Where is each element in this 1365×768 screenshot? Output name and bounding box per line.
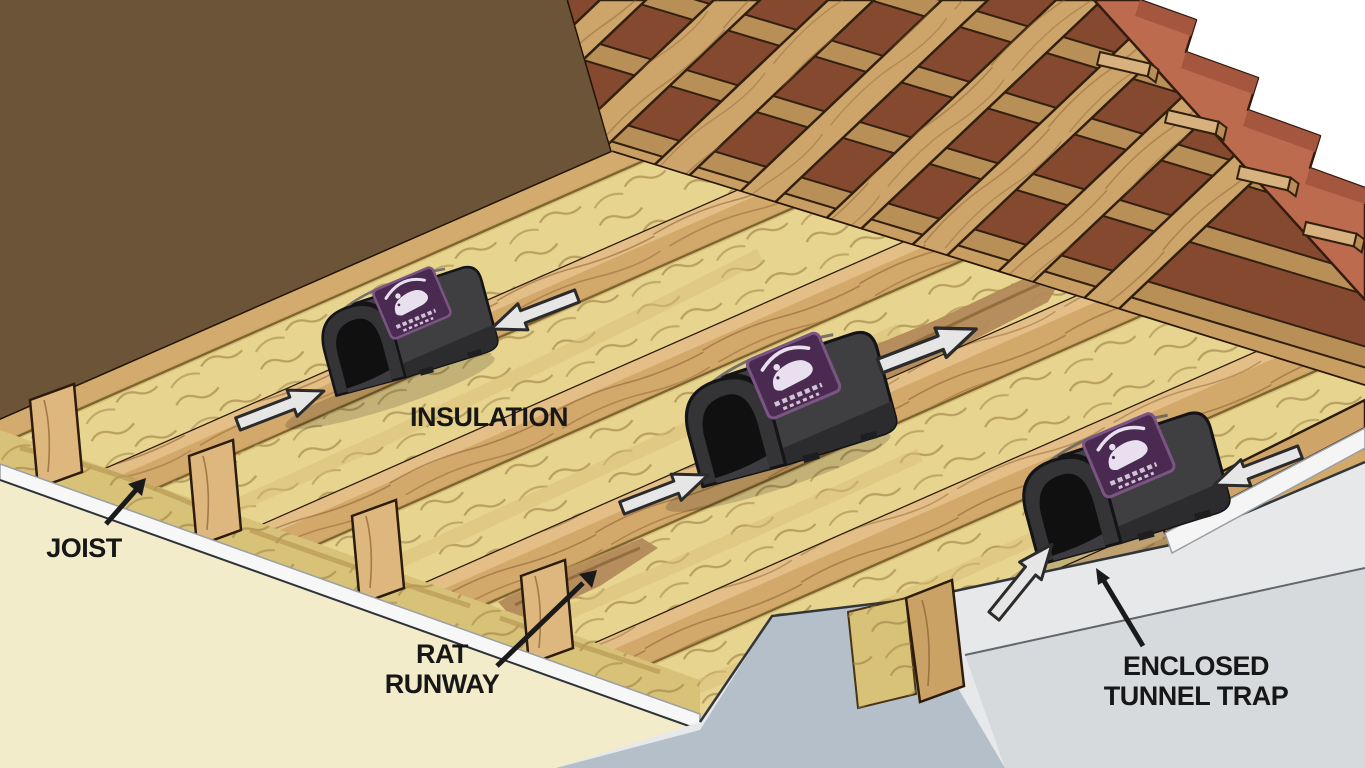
- batten-end: [1235, 164, 1300, 199]
- joist-cut-face: [28, 382, 84, 490]
- label-arrow: [1096, 568, 1110, 585]
- label-joist: JOIST: [46, 533, 123, 563]
- trap-shadow: [665, 432, 891, 512]
- tile-course-shadow: [1181, 52, 1258, 94]
- batten-end: [1301, 220, 1365, 255]
- roof-tiles: [1092, 0, 1365, 302]
- plasterboard-edge: [1164, 427, 1365, 555]
- room-cutaway: [556, 398, 1365, 768]
- ceiling-below: [0, 480, 700, 768]
- label-arrow: [579, 570, 597, 588]
- batten-end: [1095, 50, 1160, 85]
- callout-rat-runway: RAT RUNWAY: [385, 570, 597, 699]
- joist-cut-face: [519, 558, 575, 666]
- joist-cut-face: [904, 578, 966, 704]
- callout-enclosed-tunnel-trap: ENCLOSED TUNNEL TRAP: [1096, 568, 1289, 711]
- callout-insulation: INSULATION: [410, 402, 569, 432]
- tile-course-shadow: [1135, 0, 1196, 36]
- batten-end: [1163, 108, 1228, 143]
- ceiling-rail: [0, 152, 1365, 464]
- label-enclosed-line1: ENCLOSED: [1123, 651, 1269, 681]
- label-insulation: INSULATION: [410, 402, 568, 432]
- front-cut-edge: [0, 382, 700, 714]
- trap-shadow: [285, 354, 495, 430]
- tile-course-shadow: [1243, 110, 1320, 152]
- joist-cut-face: [350, 498, 406, 606]
- label-enclosed-line2: TUNNEL TRAP: [1104, 681, 1289, 711]
- label-arrow: [128, 478, 146, 496]
- callouts: JOIST INSULATION RAT RUNWAY ENCLOSED TUN…: [46, 402, 1289, 711]
- callout-joist: JOIST: [46, 478, 146, 563]
- cutaway-wall-far: [965, 568, 1365, 768]
- label-rat-runway-line1: RAT: [416, 639, 469, 669]
- label-rat-runway-line2: RUNWAY: [385, 669, 500, 699]
- tile-course-shadow: [1305, 168, 1365, 204]
- joist-cut-face: [187, 438, 243, 548]
